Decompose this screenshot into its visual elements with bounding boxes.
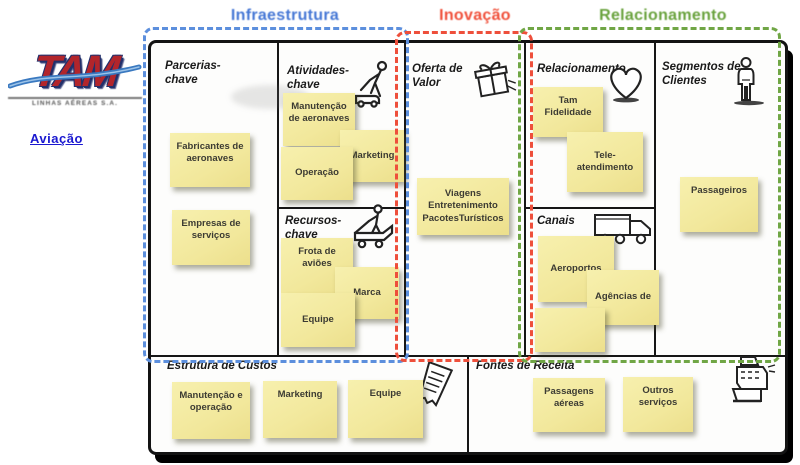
note-passagens-aereas: Passagens aéreas [533, 378, 605, 432]
tam-logo-text: TAM [30, 47, 120, 96]
cleaning-worker-icon [349, 59, 401, 109]
note-manutencao-aeronaves: Manutenção de aeronaves [283, 93, 355, 146]
note-marketing-custos: Marketing [263, 381, 337, 438]
delivery-truck-icon [592, 207, 654, 249]
note-empresas: Empresas de serviços [172, 210, 250, 265]
section-title-atividades: Atividades- chave [287, 65, 349, 91]
note-fabricantes: Fabricantes de aeronaves [170, 133, 250, 187]
gift-box-icon [469, 58, 517, 104]
cash-register-icon [723, 353, 777, 411]
divider [404, 43, 406, 355]
divider [524, 207, 656, 209]
divider [277, 43, 279, 355]
note-aeroportos: Aeroportos [538, 236, 614, 302]
note-blank [535, 308, 605, 352]
canvas-board: Parcerias- chave Atividades- chave Ofert… [148, 40, 788, 455]
section-title-parcerias: Parcerias- chave [165, 60, 221, 86]
section-title-receita: Fontes de Receita [476, 360, 575, 372]
divider [277, 207, 406, 209]
divider [467, 355, 469, 452]
note-equipe-recursos: Equipe [281, 293, 355, 347]
divider [524, 43, 526, 355]
note-outros-servicos: Outros serviços [623, 377, 693, 432]
section-title-recursos: Recursos- chave [285, 215, 342, 241]
note-tam-fidelidade: Tam Fidelidade [533, 87, 603, 137]
legend-infrastructure-label: Infraestrutura [230, 7, 340, 24]
note-agencias: Agências de [587, 270, 659, 325]
section-title-relacionamento: Relacionamento [537, 63, 626, 75]
note-equipe-custos: Equipe [348, 380, 423, 438]
aviacao-link[interactable]: Aviação [30, 131, 83, 146]
note-viagens: Viagens Entretenimento PacotesTurísticos [417, 178, 509, 235]
note-passageiros: Passageiros [680, 177, 758, 232]
logo-tagline: LINHAS AÉREAS S.A. [8, 97, 142, 107]
tam-logo: TAM LINHAS AÉREAS S.A. [8, 47, 142, 107]
pallet-truck-worker-icon [345, 203, 403, 251]
divider [654, 43, 656, 355]
note-teleatendimento: Tele- atendimento [567, 132, 643, 192]
legend-innovation-label: Inovação [439, 7, 511, 24]
note-manutencao-operacao: Manutenção e operação [172, 382, 250, 439]
section-title-oferta: Oferta de Valor [412, 63, 463, 89]
section-title-canais: Canais [537, 215, 575, 227]
section-title-custos: Estrutura de Custos [167, 360, 277, 372]
heart-icon [603, 63, 649, 105]
section-title-segmentos: Segmentos de Clientes [662, 61, 741, 87]
legend-relationship-label: Relacionamento [599, 7, 727, 24]
note-operacao: Operação [281, 147, 353, 200]
person-icon [727, 56, 767, 108]
